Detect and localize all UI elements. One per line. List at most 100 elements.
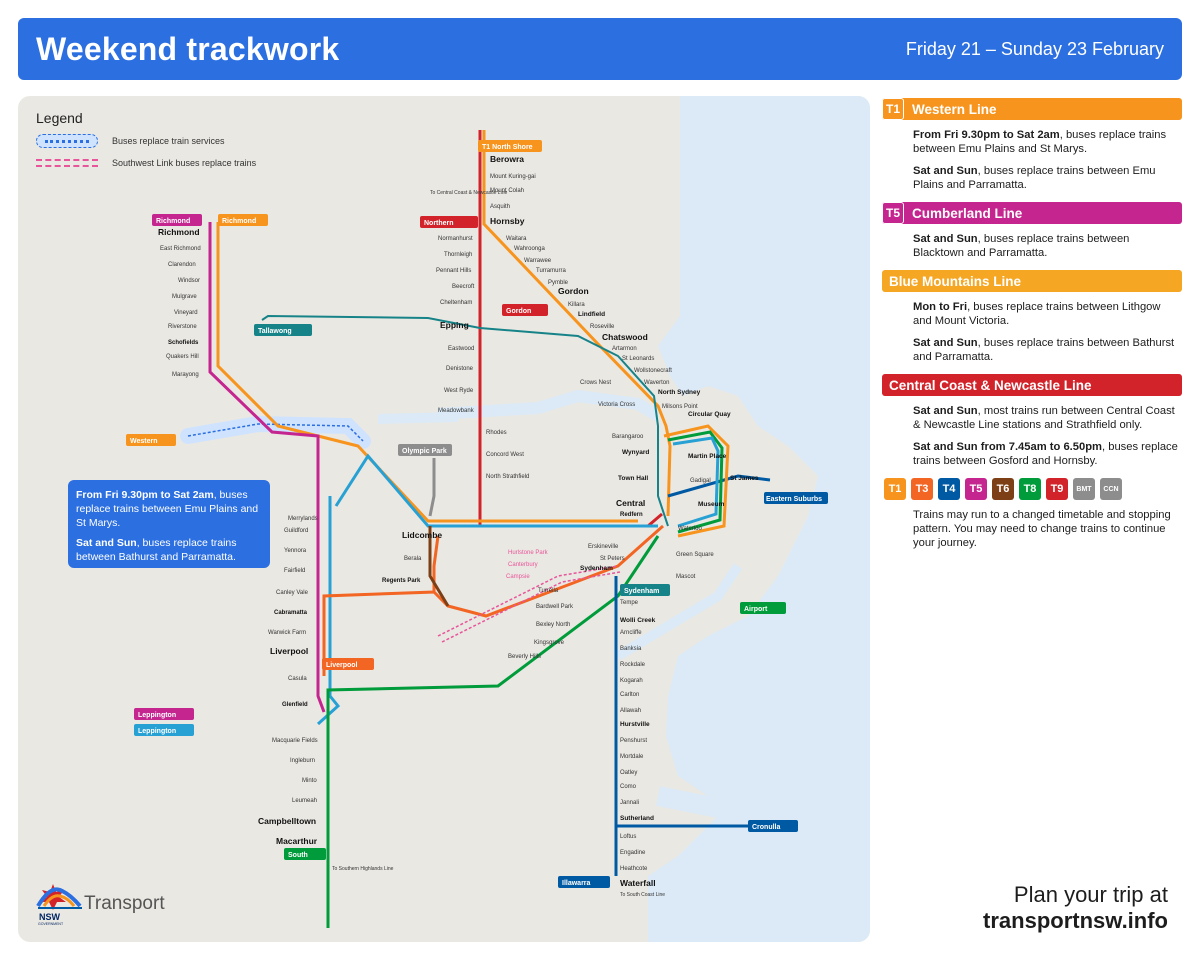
legend-row-bus: Buses replace train services <box>36 134 256 148</box>
stn-cabramatta: Cabramatta <box>274 610 308 616</box>
tag-t1: T1 <box>882 98 904 120</box>
stn-heathcote: Heathcote <box>620 866 648 872</box>
pill-leppington: Leppington Leppington <box>134 708 194 736</box>
stn-carlton: Carlton <box>620 692 639 698</box>
stn-killara: Killara <box>568 302 585 308</box>
plan-url-link[interactable]: transportnsw.info <box>983 908 1168 933</box>
stn-engadine: Engadine <box>620 850 646 856</box>
stn-concord-west: Concord West <box>486 452 524 458</box>
stn-tempe: Tempe <box>620 600 639 606</box>
svg-text:Eastern Suburbs: Eastern Suburbs <box>766 496 822 503</box>
callout-2-text: , buses replace trains between Bathurst … <box>76 537 237 563</box>
stn-st-peters: St Peters <box>600 556 625 562</box>
stn-lindfield: Lindfield <box>578 311 605 318</box>
pill-olympic-park: Olympic Park <box>398 444 452 456</box>
stn-kingsgrove: Kingsgrove <box>534 640 565 646</box>
transport-wordmark: Transport <box>84 893 165 914</box>
western-p2-bold: Sat and Sun <box>913 165 978 177</box>
stn-wolli-creek: Wolli Creek <box>620 617 656 624</box>
badge-t9: T9 <box>1046 478 1068 500</box>
stn-canterbury: Canterbury <box>508 562 538 568</box>
stn-casula: Casula <box>288 676 307 682</box>
pill-northern: Northern <box>420 216 478 228</box>
stn-crows-nest: Crows Nest <box>580 380 611 386</box>
stn-guildford: Guildford <box>284 528 308 534</box>
stn-east-richmond: East Richmond <box>160 246 201 252</box>
stn-wynyard: Wynyard <box>622 449 649 456</box>
stn-bardwell-park: Bardwell Park <box>536 604 574 610</box>
ccn-p2-bold: Sat and Sun from 7.45am to 6.50pm <box>913 441 1102 453</box>
stn-hurstville: Hurstville <box>620 721 650 728</box>
stn-macarthur: Macarthur <box>276 836 318 846</box>
city-loop-blue <box>672 436 720 528</box>
stn-cheltenham: Cheltenham <box>440 300 472 306</box>
stn-leumeah: Leumeah <box>292 798 317 804</box>
line-m1-north <box>261 314 669 527</box>
cooks-river <box>615 563 743 661</box>
stn-allawah: Allawah <box>620 708 641 714</box>
pill-tallawong: Tallawong <box>254 324 312 336</box>
stn-north-sydney: North Sydney <box>658 389 701 396</box>
svg-text:NSW: NSW <box>39 912 61 922</box>
stn-chatswood: Chatswood <box>602 332 648 342</box>
trackwork-details: T1 Western Line From Fri 9.30pm to Sat 2… <box>882 98 1182 550</box>
badge-t4: T4 <box>938 478 960 500</box>
stn-oatley: Oatley <box>620 770 637 776</box>
section-cumberland-title: Cumberland Line <box>912 205 1023 221</box>
svg-text:Western: Western <box>130 438 158 445</box>
callout-1-text: , buses replace trains between Emu Plain… <box>76 489 259 529</box>
bm-p2-bold: Sat and Sun <box>913 337 978 349</box>
tag-t5: T5 <box>882 202 904 224</box>
badge-ccn: CCN <box>1100 478 1122 500</box>
pill-eastern-suburbs: Eastern Suburbs <box>764 492 828 504</box>
svg-text:T1 North Shore: T1 North Shore <box>482 144 533 151</box>
label-to-south-coast: To South Coast Line <box>620 892 665 898</box>
stn-sutherland: Sutherland <box>620 815 654 822</box>
stn-penshurst: Penshurst <box>620 738 647 744</box>
western-p1-text: , buses replace trains between Emu Plain… <box>913 129 1167 155</box>
stn-regents-park: Regents Park <box>382 578 421 584</box>
network-map: Berowra Mount Kuring-gai Mount Colah Asq… <box>18 96 870 942</box>
stn-richmond: Richmond <box>158 227 200 237</box>
line-t1-western <box>216 222 638 523</box>
western-p1-bold: From Fri 9.30pm to Sat 2am <box>913 129 1060 141</box>
stn-merrylands: Merrylands <box>288 516 318 522</box>
stn-clarendon: Clarendon <box>168 262 196 268</box>
stn-mount-kuring-gai: Mount Kuring-gai <box>490 174 536 180</box>
stn-berowra: Berowra <box>490 154 524 164</box>
section-central-coast-line: Central Coast & Newcastle Line Sat and S… <box>882 374 1182 468</box>
harbour-water <box>648 96 870 942</box>
stn-town-hall: Town Hall <box>618 475 648 482</box>
stn-sydenham: Sydenham <box>580 565 613 572</box>
stn-barangaroo: Barangaroo <box>612 434 644 440</box>
stn-kogarah: Kogarah <box>620 678 643 684</box>
stn-arncliffe: Arncliffe <box>620 630 642 636</box>
stn-circular-quay: Circular Quay <box>688 411 731 418</box>
stn-warwick-farm: Warwick Farm <box>268 630 306 636</box>
stn-st-leonards: St Leonards <box>622 356 654 362</box>
svg-text:Leppington: Leppington <box>138 712 176 719</box>
line-t3 <box>322 524 664 676</box>
svg-text:Richmond: Richmond <box>156 218 190 225</box>
pill-cronulla: Cronulla <box>748 820 798 832</box>
stn-waterloo: Waterloo <box>678 526 702 532</box>
section-western-line: T1 Western Line From Fri 9.30pm to Sat 2… <box>882 98 1182 192</box>
callout-1-bold: From Fri 9.30pm to Sat 2am <box>76 489 214 501</box>
stn-asquith: Asquith <box>490 204 510 210</box>
stn-mortdale: Mortdale <box>620 754 644 760</box>
ccn-p2-text: , buses replace trains between Gosford a… <box>913 441 1178 467</box>
line-t5 <box>208 222 326 713</box>
line-badges: T1 T3 T4 T5 T6 T8 T9 BMT CCN <box>884 478 1182 500</box>
stn-normanhurst: Normanhurst <box>438 236 473 242</box>
section-western-title: Western Line <box>912 101 997 117</box>
bm-p2-text: , buses replace trains between Bathurst … <box>913 337 1175 363</box>
pill-liverpool: Liverpool <box>322 658 374 670</box>
svg-text:Sydenham: Sydenham <box>624 588 659 595</box>
stn-canley-vale: Canley Vale <box>276 590 309 596</box>
svg-text:Leppington: Leppington <box>138 728 176 735</box>
stn-campbelltown: Campbelltown <box>258 816 316 826</box>
stn-green-square: Green Square <box>676 552 714 558</box>
stn-central: Central <box>616 498 645 508</box>
stn-rockdale: Rockdale <box>620 662 646 668</box>
stn-west-ryde: West Ryde <box>444 388 474 394</box>
